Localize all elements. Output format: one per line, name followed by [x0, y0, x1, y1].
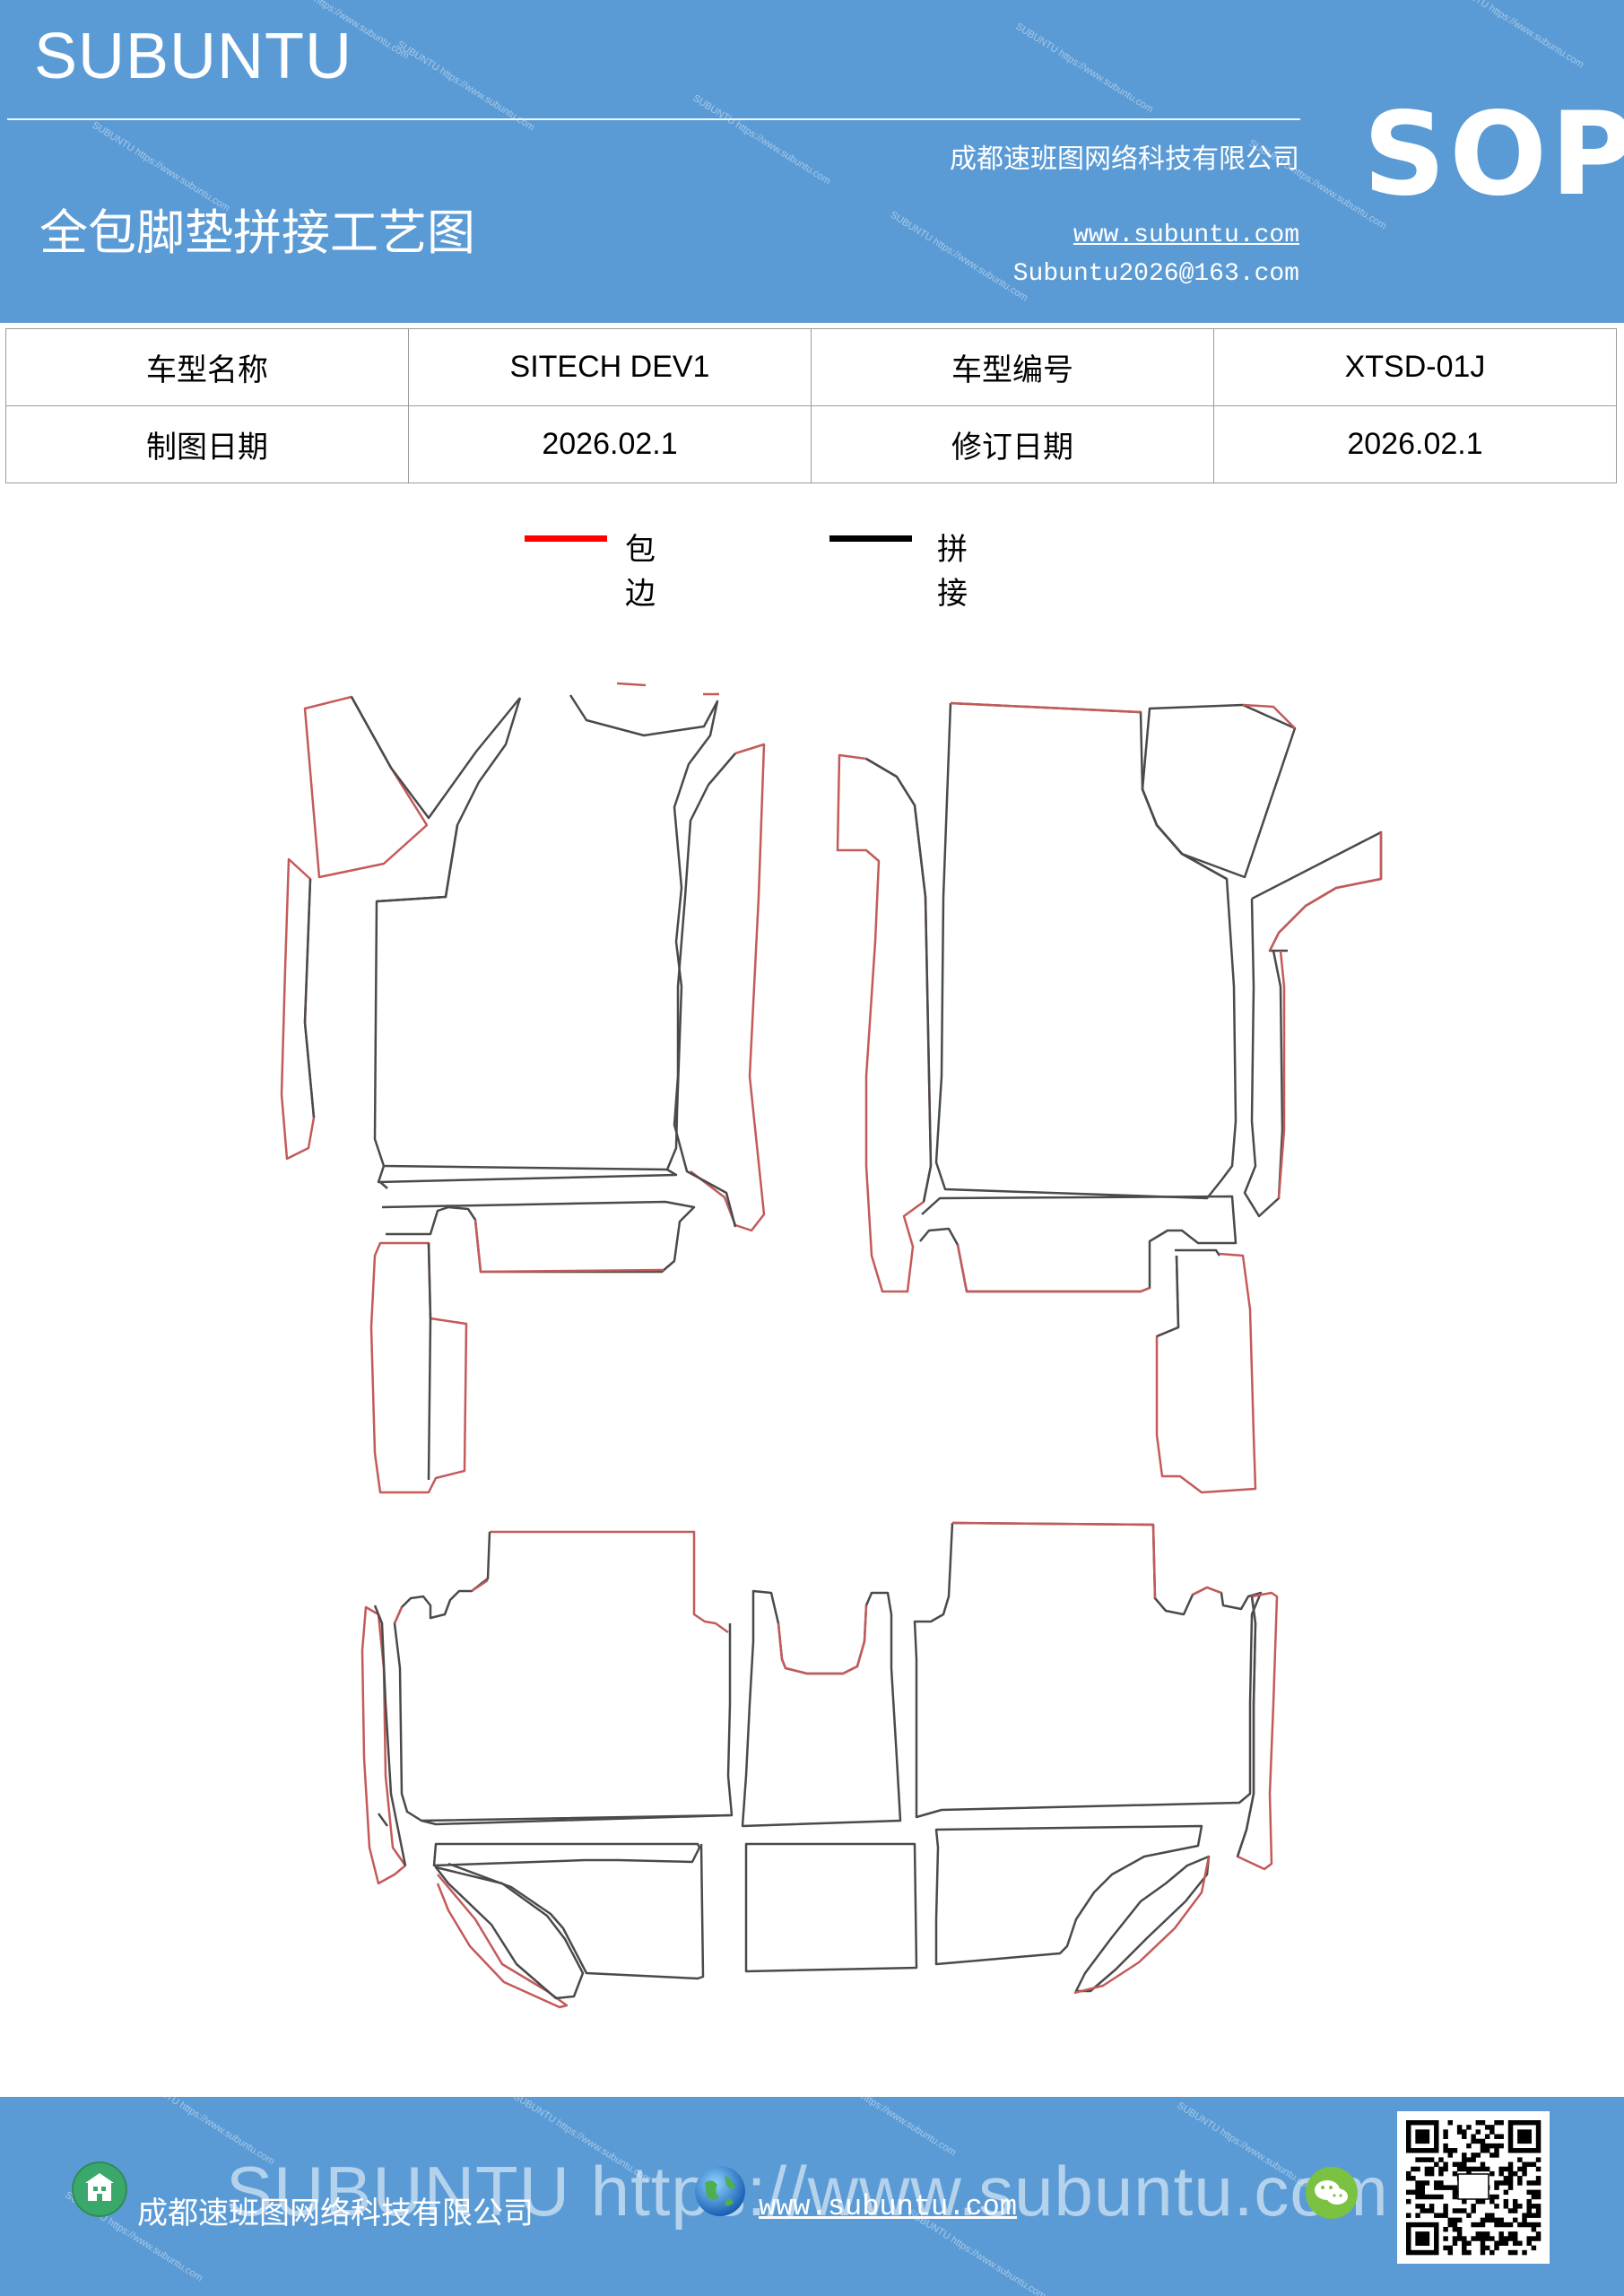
- mat-piece: [956, 1244, 1151, 1293]
- mat-piece: [951, 1521, 1222, 1599]
- qr-code-icon: [1397, 2111, 1550, 2264]
- mat-piece: [1277, 950, 1286, 1199]
- company-name: 成都速班图网络科技有限公司: [950, 144, 1299, 175]
- table-row: 制图日期 2026.02.1 修订日期 2026.02.1: [5, 405, 1617, 483]
- legend-label: 包边: [625, 532, 656, 612]
- mat-piece: [919, 1195, 1238, 1293]
- mat-piece: [473, 1219, 664, 1274]
- rear-mat-group: [360, 1521, 1279, 2009]
- mat-piece: [865, 757, 933, 1203]
- mat-piece: [950, 701, 1142, 714]
- drawing-date-value: 2026.02.1: [408, 405, 812, 483]
- mat-piece: [1155, 1252, 1257, 1494]
- wechat-icon: [1304, 2165, 1359, 2221]
- legend-item-seam: 拼接: [829, 525, 973, 612]
- footer-watermark: SUBUNTU https://www.subuntu.com: [226, 2152, 1389, 2231]
- mat-piece: [427, 1242, 432, 1481]
- mat-piece: [377, 1165, 678, 1184]
- sop-badge: SOP: [1363, 88, 1624, 222]
- mat-piece: [350, 696, 521, 820]
- footer-company-name: 成都速班图网络科技有限公司: [137, 2196, 534, 2231]
- mat-piece: [369, 1241, 468, 1494]
- mat-piece: [393, 1531, 734, 1822]
- mat-piece: [376, 824, 459, 903]
- mat-piece: [934, 701, 1238, 1200]
- mat-piece: [490, 1530, 729, 1634]
- mat-piece: [436, 1874, 569, 2009]
- mat-piece: [1243, 898, 1284, 1218]
- brand-logo-text: SUBUNTU: [34, 21, 353, 92]
- email-address: Subuntu2026@163.com: [1012, 260, 1299, 288]
- mat-piece: [616, 682, 719, 696]
- mat-piece: [1156, 1255, 1180, 1338]
- revision-date-value: 2026.02.1: [1213, 405, 1617, 483]
- mat-piece: [777, 1605, 868, 1675]
- floor-mat-diagram: [280, 682, 1383, 2009]
- header-divider: [7, 118, 1300, 120]
- watermark: SUBUNTU https://www.subuntu.com: [816, 2097, 959, 2159]
- model-name-value: SITECH DEV1: [408, 328, 812, 406]
- mat-piece: [913, 1521, 1263, 1819]
- footer-website-link[interactable]: www.subuntu.com: [759, 2190, 1018, 2223]
- building-icon: [72, 2161, 127, 2217]
- globe-icon: [692, 2163, 748, 2219]
- mat-piece: [673, 752, 737, 1228]
- front-right-mat-group: [836, 701, 1383, 1494]
- mat-piece: [393, 1578, 489, 1624]
- front-left-mat-group: [280, 682, 766, 1494]
- mat-piece: [1175, 1248, 1221, 1257]
- mat-piece: [1073, 1856, 1211, 1995]
- model-name-label: 车型名称: [5, 328, 409, 406]
- mat-piece: [373, 694, 719, 1171]
- mat-piece: [1141, 703, 1297, 879]
- drawing-date-label: 制图日期: [5, 405, 409, 483]
- mat-piece: [432, 1842, 705, 1980]
- vehicle-info-table: 车型名称 SITECH DEV1 车型编号 XTSD-01J 制图日期 2026…: [5, 328, 1617, 483]
- page-title: 全包脚垫拼接工艺图: [39, 204, 475, 261]
- mat-piece: [379, 1181, 388, 1189]
- mat-piece: [373, 1605, 407, 1866]
- website-link[interactable]: www.subuntu.com: [1073, 222, 1299, 249]
- mat-piece: [1242, 703, 1296, 729]
- table-row: 车型名称 SITECH DEV1 车型编号 XTSD-01J: [5, 328, 1617, 406]
- revision-date-label: 修订日期: [811, 405, 1214, 483]
- mat-piece: [377, 1813, 389, 1827]
- mat-piece: [1268, 832, 1383, 952]
- seam-line-swatch: [829, 535, 912, 542]
- mat-piece: [1074, 1855, 1211, 1993]
- legend-item-binding: 包边: [525, 525, 656, 612]
- page-footer: SUBUNTU https://www.subuntu.com SUBUNTU …: [0, 2097, 1624, 2296]
- mat-piece: [303, 878, 316, 1118]
- mat-piece: [690, 743, 766, 1232]
- mat-piece: [434, 1866, 585, 2000]
- model-code-label: 车型编号: [811, 328, 1214, 406]
- mat-piece: [836, 753, 933, 1293]
- mat-piece: [421, 1813, 731, 1826]
- mat-piece: [1236, 1591, 1279, 1871]
- legend-label: 拼接: [937, 532, 968, 612]
- mat-piece: [934, 1824, 1203, 1966]
- model-code-value: XTSD-01J: [1213, 328, 1617, 406]
- page-header: SUBUNTU https://www.subuntu.com SUBUNTU …: [0, 0, 1624, 323]
- binding-line-swatch: [525, 535, 607, 542]
- mat-piece: [1251, 831, 1383, 952]
- mat-piece: [1236, 1596, 1257, 1857]
- mat-piece: [741, 1589, 902, 1828]
- mat-piece: [744, 1842, 918, 1973]
